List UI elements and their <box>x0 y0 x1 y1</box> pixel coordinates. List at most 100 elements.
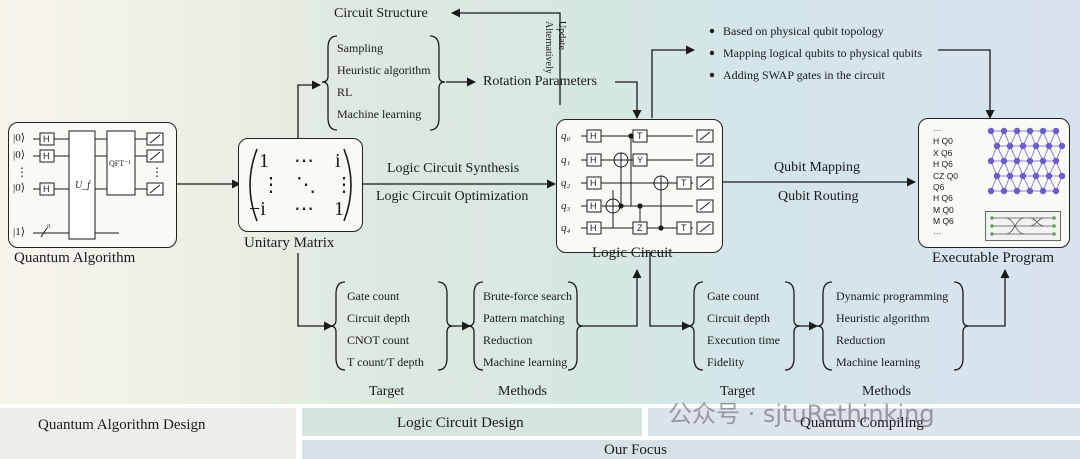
lattice-node <box>1006 172 1014 180</box>
arrow-matrix-to-target <box>297 253 333 331</box>
qubit-label: q₂ <box>561 177 571 189</box>
lattice-node <box>993 172 1001 180</box>
target-item: Circuit depth <box>707 311 770 325</box>
lattice-node <box>1019 142 1027 150</box>
z-gate-label: Z <box>637 223 643 233</box>
lattice-node <box>1045 172 1053 180</box>
synthesis-arrow-label: Logic Circuit Synthesis <box>387 161 520 176</box>
band-logic-design: Logic Circuit Design <box>302 408 642 436</box>
lattice-node <box>987 187 995 195</box>
ket-label: |0⟩ <box>13 149 25 161</box>
target-item: Circuit depth <box>347 311 410 325</box>
matrix-cell: ⋱ <box>296 174 316 196</box>
brace-right-target-open <box>687 281 704 371</box>
brace-left-target-close <box>437 281 454 371</box>
oracle-gate-label: U_f <box>75 180 90 191</box>
matrix-cell: ⋯ <box>294 198 314 220</box>
band-algorithm-design: Quantum Algorithm Design <box>0 408 296 459</box>
arrow-circuit-to-right-target <box>649 252 691 331</box>
bullet-dot <box>709 72 715 78</box>
ket-label: |0⟩ <box>13 182 25 194</box>
lattice-node <box>1026 157 1034 165</box>
lattice-node <box>1013 157 1021 165</box>
lattice-node <box>1032 142 1040 150</box>
arrow-rotation-to-circuit <box>615 81 642 119</box>
lattice-node <box>1045 142 1053 150</box>
target-item: T count/T depth <box>347 355 424 369</box>
matrix-cell: 1 <box>334 198 344 220</box>
brace-left-methods-open <box>467 281 484 371</box>
brace-methods-left <box>321 35 338 131</box>
qubit-label: q₀ <box>561 130 571 142</box>
lattice-node <box>1000 127 1008 135</box>
routing-arrow-label: Qubit Routing <box>778 189 859 204</box>
qubit-label: q₃ <box>561 200 571 212</box>
hadamard-gate-label: H <box>590 223 597 233</box>
synthesis-method-item: Machine learning <box>337 107 422 121</box>
watermark: 公众号 · sjtuRethinking <box>668 400 935 428</box>
chip-wiring-icon <box>990 216 1056 236</box>
t-gate-label: T <box>681 178 687 188</box>
register-size-label: n <box>47 222 51 230</box>
program-line: H Q0 <box>933 136 953 147</box>
lattice-node <box>1039 127 1047 135</box>
target-item: CNOT count <box>347 333 410 347</box>
logic-circuit-drawing <box>581 129 714 235</box>
qubit-lattice-icon <box>987 127 1066 195</box>
method-item: Pattern matching <box>483 311 565 325</box>
arrow-update-circuit-structure <box>451 8 561 105</box>
t-gate-label: T <box>637 131 643 141</box>
methods-heading: Methods <box>862 384 911 399</box>
lattice-node <box>1000 157 1008 165</box>
lattice-node <box>1006 142 1014 150</box>
mapping-note: Based on physical qubit topology <box>723 24 884 38</box>
matrix-cell: 1 <box>259 150 269 172</box>
arrow-right-methods-to-executable <box>969 269 1010 327</box>
hadamard-gate-label: H <box>590 155 597 165</box>
executable-program-panel: ··· H Q0 X Q6 H Q6 CZ Q0 Q6 H Q6 M Q0 M … <box>918 118 1070 248</box>
mapping-arrow-label: Qubit Mapping <box>774 160 860 175</box>
bullet-dot <box>709 50 715 56</box>
program-line: H Q6 <box>933 193 953 204</box>
qft-gate-label: QFT⁻¹ <box>109 159 131 168</box>
target-item: Fidelity <box>707 355 745 369</box>
hadamard-gate-label: H <box>43 134 50 144</box>
program-line: H Q6 <box>933 159 953 170</box>
ket-label: ⋮ <box>16 165 28 179</box>
lattice-node <box>987 127 995 135</box>
lattice-node <box>1000 187 1008 195</box>
matrix-cell: ⋮ <box>261 174 281 196</box>
bullet-dot <box>709 28 715 34</box>
hadamard-gate-label: H <box>43 184 50 194</box>
synthesis-method-item: RL <box>337 85 353 99</box>
target-item: Gate count <box>347 289 400 303</box>
quantum-algorithm-panel: |0⟩ |0⟩ ⋮ |0⟩ |1⟩ H H H U_f QFT⁻¹ ⋮ n <box>8 122 177 248</box>
program-line: X Q6 <box>933 147 953 158</box>
band-our-focus: Our Focus <box>302 440 1080 459</box>
lattice-node <box>1039 157 1047 165</box>
brace-right-target-close <box>784 281 801 371</box>
mapping-note: Adding SWAP gates in the circuit <box>723 68 885 82</box>
y-gate-label: Y <box>637 155 644 165</box>
algorithm-circuit <box>33 130 164 240</box>
lattice-node <box>987 157 995 165</box>
lattice-node <box>1013 127 1021 135</box>
program-line: ··· <box>933 125 942 135</box>
method-item: Dynamic programming <box>836 289 949 303</box>
ket-label: |0⟩ <box>13 132 25 144</box>
alternatively-label: Alternatively <box>543 21 554 74</box>
program-line: M Q0 <box>933 204 954 215</box>
circuit-structure-label: Circuit Structure <box>334 6 428 21</box>
qubit-label: q₁ <box>561 154 571 166</box>
method-item: Machine learning <box>483 355 568 369</box>
lattice-node <box>1013 187 1021 195</box>
hadamard-gate-label: H <box>590 131 597 141</box>
program-line: Q6 <box>933 182 945 193</box>
arrow-matrix-to-methods <box>297 80 321 138</box>
arrow-circuit-to-notes <box>651 45 695 118</box>
executable-program-title: Executable Program <box>932 250 1055 266</box>
synthesis-method-item: Sampling <box>337 41 384 55</box>
synthesis-method-item: Heuristic algorithm <box>337 63 431 77</box>
hadamard-gate-label: H <box>43 151 50 161</box>
